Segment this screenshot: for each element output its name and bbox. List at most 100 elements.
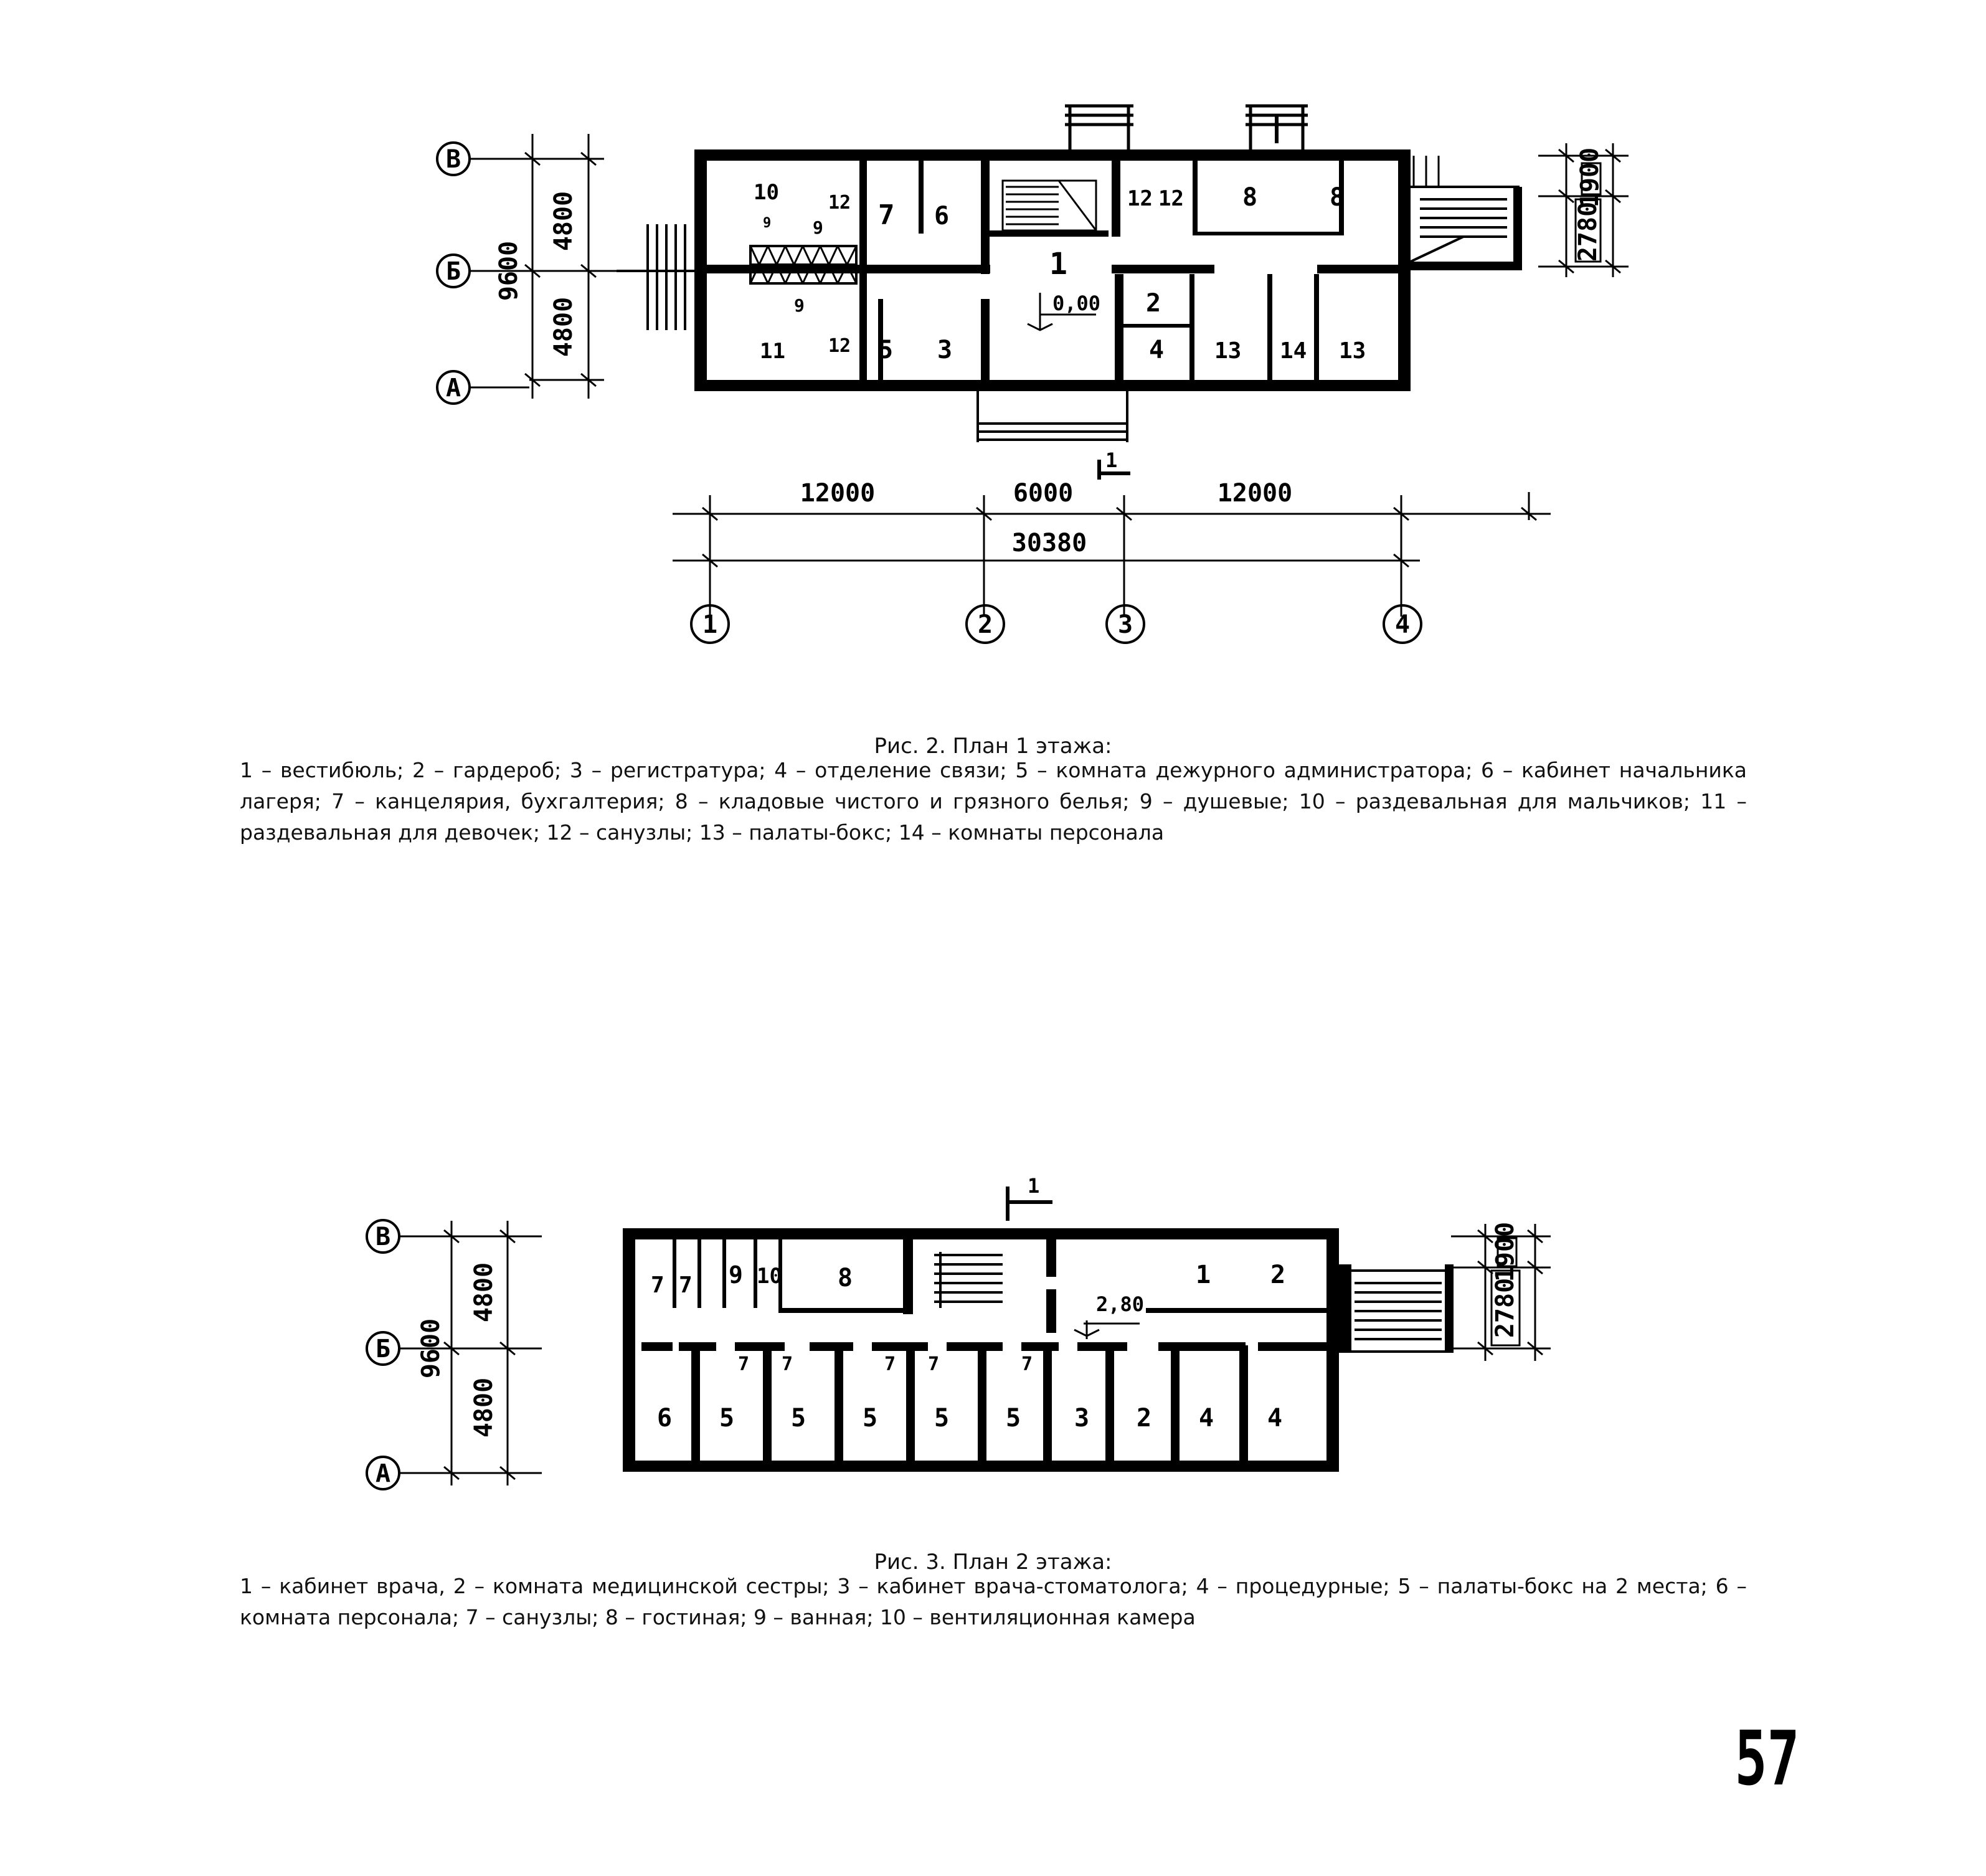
wall [778, 1239, 782, 1308]
left-porch [617, 224, 694, 330]
axis-bubble-a [366, 1456, 400, 1490]
room-label: 5 [934, 1404, 949, 1433]
svg-text:2: 2 [978, 610, 993, 639]
svg-text:6000: 6000 [1013, 479, 1073, 508]
room-label: 4 [1199, 1404, 1214, 1433]
room-label: 8 [838, 1264, 853, 1292]
svg-text:4: 4 [1395, 610, 1410, 639]
room-label: 1 [1196, 1261, 1211, 1289]
wall [1146, 1308, 1326, 1313]
svg-text:1900: 1900 [1576, 148, 1604, 207]
wall [1115, 274, 1123, 391]
svg-text:0,00: 0,00 [1052, 291, 1100, 315]
room-label: 5 [1006, 1404, 1021, 1433]
wall [903, 1239, 913, 1314]
svg-text:2780: 2780 [1574, 202, 1602, 262]
room-label: 7 [878, 199, 895, 231]
svg-text:Б: Б [446, 257, 461, 286]
bottom-dimensions: 12000 6000 12000 30380 [673, 479, 1551, 617]
room-label: 5 [863, 1404, 877, 1433]
svg-text:1: 1 [1028, 1174, 1039, 1198]
annex-stair [1410, 156, 1522, 270]
wall [981, 149, 990, 274]
room-label: 9 [794, 295, 805, 316]
stair-internal [934, 1252, 1003, 1308]
room-label: 7 [782, 1353, 793, 1375]
section-mark: 1 [1097, 448, 1130, 480]
wall [722, 1239, 726, 1308]
room-label: 12 [1127, 186, 1153, 211]
wall [1267, 274, 1272, 380]
shower-grid [749, 245, 858, 285]
stair-internal [1001, 179, 1097, 232]
svg-text:А: А [376, 1459, 390, 1488]
room-label: 10 [754, 180, 779, 205]
room-label: 11 [760, 339, 785, 364]
wall [1196, 232, 1342, 235]
wall [673, 1239, 676, 1308]
room-label: 9 [813, 217, 823, 238]
room-label: 7 [738, 1353, 749, 1375]
room-label: 4 [1267, 1404, 1282, 1433]
room-label: 2 [1137, 1404, 1151, 1433]
wall [694, 149, 1411, 161]
wall [1046, 1289, 1056, 1333]
svg-text:1900: 1900 [1491, 1222, 1520, 1282]
figure-1-caption-title: Рис. 2. План 1 этажа: [874, 734, 1112, 759]
level-mark: 2,80 [1074, 1292, 1144, 1339]
room-label: 2 [1270, 1261, 1285, 1289]
svg-text:3: 3 [1118, 610, 1133, 639]
room-label: 13 [1339, 338, 1366, 364]
room-label: 4 [1149, 336, 1164, 364]
wall [1339, 161, 1344, 235]
room-label: 10 [757, 1264, 782, 1289]
svg-text:4800: 4800 [470, 1378, 498, 1438]
figure-1-caption-text: 1 – вестибюль; 2 – гардероб; 3 – регистр… [240, 758, 1747, 845]
room-label: 8 [1242, 183, 1257, 212]
figure-2-caption-title: Рис. 3. План 2 этажа: [874, 1550, 1112, 1575]
svg-text:2780: 2780 [1491, 1278, 1520, 1338]
room-label: 6 [657, 1404, 672, 1433]
room-label: 7 [884, 1353, 896, 1375]
room-label: 9 [763, 216, 771, 231]
room-label: 6 [934, 202, 949, 230]
svg-text:1: 1 [1105, 448, 1117, 472]
bottom-porch [976, 391, 1128, 442]
row-axes: В Б А [436, 141, 529, 405]
svg-text:4800: 4800 [549, 297, 578, 357]
axis-bubble-1 [690, 604, 730, 644]
wall [1118, 324, 1193, 328]
box-partitions [691, 1345, 1248, 1464]
wall [984, 230, 1109, 237]
top-porch-right [1246, 104, 1308, 149]
wall [623, 1228, 1339, 1239]
second-floor-plan: 7 7 9 10 8 1 2 7 7 7 7 7 6 5 5 5 5 5 3 2… [366, 1174, 1551, 1490]
room-label: 5 [719, 1404, 734, 1433]
wall [778, 1308, 903, 1313]
wall [919, 159, 924, 234]
axis-bubble-3 [1105, 604, 1145, 644]
room-label: 1 [1049, 247, 1067, 282]
wall [694, 380, 1411, 391]
room-labels: 7 7 9 10 8 1 2 7 7 7 7 7 6 5 5 5 5 5 3 2… [651, 1261, 1285, 1433]
wall [1112, 149, 1120, 237]
annex-stair [1339, 1264, 1454, 1353]
left-dimensions: 4800 4800 9600 [399, 1221, 542, 1485]
wall [981, 299, 990, 391]
room-label: 12 [1158, 186, 1184, 211]
room-label: 14 [1280, 338, 1307, 364]
svg-text:А: А [446, 374, 461, 402]
axis-bubble-v [366, 1219, 400, 1254]
room-label: 5 [791, 1404, 806, 1433]
room-label: 7 [1021, 1353, 1033, 1375]
first-floor-plan: 10 12 9 9 9 11 12 7 6 5 3 1 12 12 8 8 2 … [436, 104, 1629, 644]
row-axes: В Б А [366, 1219, 400, 1490]
wall [878, 299, 883, 380]
left-dimensions: 4800 4800 9600 [494, 134, 629, 399]
room-label: 2 [1146, 289, 1161, 318]
wall [1314, 274, 1319, 380]
svg-text:12000: 12000 [800, 479, 875, 508]
wall [623, 1461, 1339, 1472]
svg-text:12000: 12000 [1218, 479, 1292, 508]
